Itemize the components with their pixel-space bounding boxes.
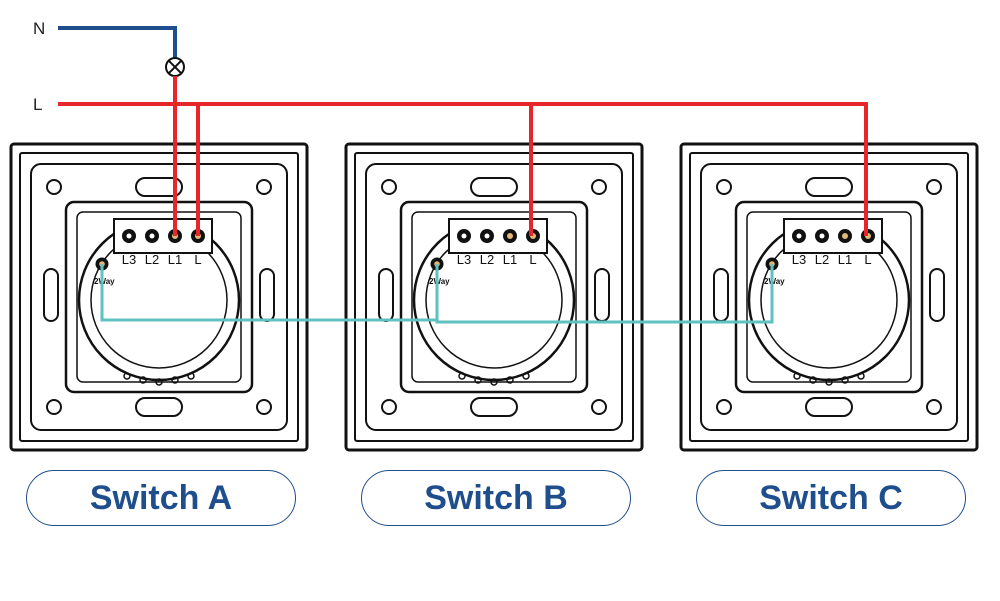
switch-plate-a <box>9 142 309 452</box>
terminal-label: L1 <box>503 252 517 267</box>
switch-plate-b <box>344 142 644 452</box>
switch-label-b: Switch B <box>361 470 631 526</box>
switch-label-a: Switch A <box>26 470 296 526</box>
terminal-label: L2 <box>480 252 494 267</box>
terminal-labels-a: L3 L2 L1 L 2Way <box>94 252 202 286</box>
neutral-label: N <box>33 19 45 38</box>
twoway-label: 2Way <box>764 277 785 286</box>
terminal-label: L <box>194 252 201 267</box>
live-label: L <box>33 95 42 114</box>
terminal-label: L1 <box>168 252 182 267</box>
lamp-icon <box>165 57 185 77</box>
terminal-label: L1 <box>838 252 852 267</box>
terminal-label: L3 <box>792 252 806 267</box>
twoway-label: 2Way <box>429 277 450 286</box>
terminal-label: L <box>864 252 871 267</box>
switch-plate-c <box>679 142 979 452</box>
live-wires <box>58 76 868 236</box>
terminal-label: L2 <box>145 252 159 267</box>
terminal-label: L2 <box>815 252 829 267</box>
twoway-label: 2Way <box>94 277 115 286</box>
terminal-label: L <box>529 252 536 267</box>
switch-label-c: Switch C <box>696 470 966 526</box>
neutral-wire <box>58 26 177 58</box>
terminal-label: L3 <box>122 252 136 267</box>
traveler-wire <box>100 264 774 324</box>
terminal-label: L3 <box>457 252 471 267</box>
terminal-labels-c: L3 L2 L1 L 2Way <box>764 252 872 286</box>
terminal-labels-b: L3 L2 L1 L 2Way <box>429 252 537 286</box>
